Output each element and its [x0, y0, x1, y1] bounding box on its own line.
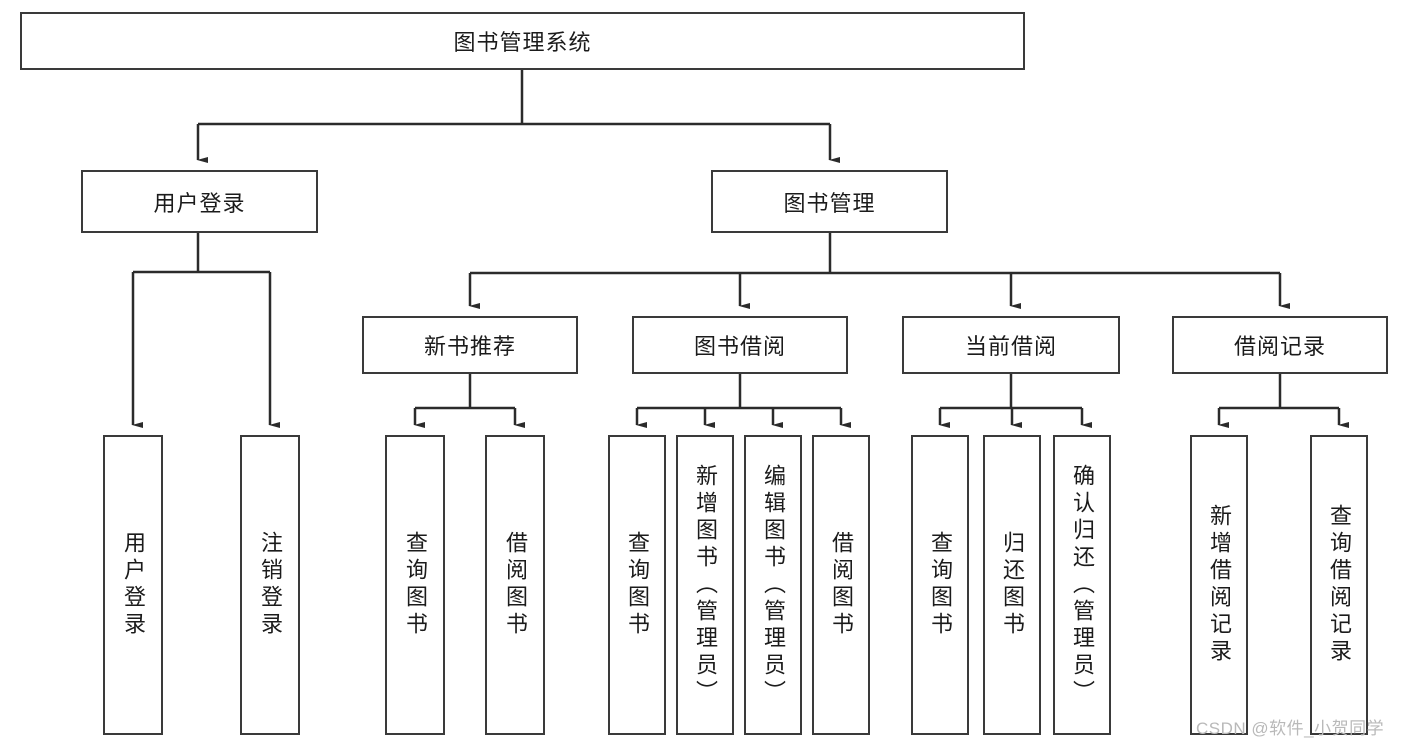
- leaf-node[interactable]: 查询图书: [911, 435, 969, 735]
- leaf-node[interactable]: 注销登录: [240, 435, 300, 735]
- leaf-label: 查询图书: [928, 531, 953, 639]
- node-root[interactable]: 图书管理系统: [20, 12, 1025, 70]
- csdn-watermark: CSDN @软件_小贺同学: [1196, 719, 1385, 738]
- leaf-node[interactable]: 查询图书: [385, 435, 445, 735]
- leaf-node[interactable]: 新增借阅记录: [1190, 435, 1248, 735]
- node-book-borrow[interactable]: 图书借阅: [632, 316, 848, 374]
- leaf-label: 归还图书: [1000, 531, 1025, 639]
- leaf-label: 查询图书: [403, 531, 428, 639]
- node-current-borrow[interactable]: 当前借阅: [902, 316, 1120, 374]
- node-new-book-recommend[interactable]: 新书推荐: [362, 316, 578, 374]
- leaf-node[interactable]: 查询图书: [608, 435, 666, 735]
- leaf-label: 新增借阅记录: [1207, 504, 1232, 666]
- leaf-node[interactable]: 新增图书（管理员）: [676, 435, 734, 735]
- leaf-label: 注销登录: [258, 531, 283, 639]
- leaf-label: 借阅图书: [503, 531, 528, 639]
- node-borrow-records[interactable]: 借阅记录: [1172, 316, 1388, 374]
- leaf-node[interactable]: 确认归还（管理员）: [1053, 435, 1111, 735]
- leaf-node[interactable]: 查询借阅记录: [1310, 435, 1368, 735]
- leaf-node[interactable]: 归还图书: [983, 435, 1041, 735]
- node-user-login[interactable]: 用户登录: [81, 170, 318, 233]
- leaf-label: 确认归还（管理员）: [1070, 463, 1095, 707]
- leaf-node[interactable]: 借阅图书: [812, 435, 870, 735]
- leaf-label: 借阅图书: [829, 531, 854, 639]
- leaf-label: 查询借阅记录: [1327, 504, 1352, 666]
- leaf-node[interactable]: 编辑图书（管理员）: [744, 435, 802, 735]
- leaf-label: 查询图书: [625, 531, 650, 639]
- leaf-label: 用户登录: [121, 531, 146, 639]
- leaf-node[interactable]: 借阅图书: [485, 435, 545, 735]
- leaf-label: 新增图书（管理员）: [693, 463, 718, 707]
- leaf-node[interactable]: 用户登录: [103, 435, 163, 735]
- node-book-management[interactable]: 图书管理: [711, 170, 948, 233]
- leaf-label: 编辑图书（管理员）: [761, 463, 786, 707]
